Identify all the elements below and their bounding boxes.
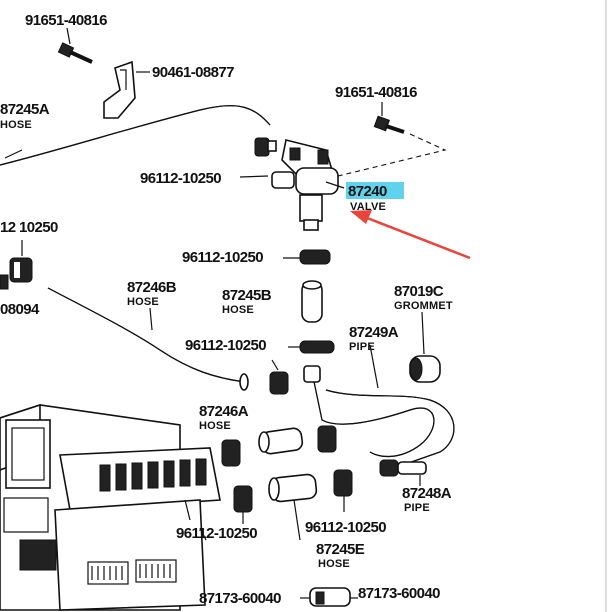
hose-87245b-drawing [301, 280, 323, 323]
callout-hose-a-name: HOSE [199, 420, 231, 432]
leader-line [4, 149, 23, 159]
callout-clamp-left-number: 12 10250 [0, 219, 58, 236]
callout-part-bottom-right-number: 87173-60040 [358, 585, 440, 602]
clamp-left-drawing [0, 240, 33, 290]
callout-valve-name: VALVE [350, 201, 386, 213]
clamp-pair-low [233, 469, 353, 524]
callout-bracket-number: 90461-08877 [152, 64, 234, 81]
callout-pipe-b-name: PIPE [404, 502, 430, 514]
hose-87245a-drawing [0, 105, 271, 166]
valve-87240-drawing [271, 139, 345, 231]
callout-hose-b-name: HOSE [222, 304, 254, 316]
heater-grille [87, 559, 177, 585]
pipe-87249a-drawing [303, 344, 435, 457]
callout-pipe-a-name: PIPE [349, 341, 375, 353]
callout-hose-upper-name: HOSE [0, 119, 32, 131]
callout-part-bottom-left-number: 87173-60040 [199, 590, 281, 607]
bolt-91651-40816-right [373, 102, 405, 134]
callout-hose-upper-number: 87245A [0, 101, 50, 118]
bolt-91651-40816-top [57, 27, 93, 64]
callout-bolt-right-number: 91651-40816 [335, 84, 417, 101]
callout-clamp-valve-number: 96112-10250 [140, 170, 221, 187]
callout-hose-b-number: 87245B [222, 287, 272, 304]
callout-valve-number: 87240 [348, 183, 387, 200]
clamp-hose-end [269, 359, 289, 395]
callout-hose-e-name: HOSE [318, 558, 350, 570]
callout-clamp-mid-top-number: 96112-10250 [182, 249, 263, 266]
callout-pipe-b-number: 87248A [402, 485, 452, 502]
hose-87246b-drawing [47, 287, 249, 391]
bottom-pipe-parts [300, 587, 358, 607]
callout-hose-e-number: 87245E [316, 541, 365, 558]
clamp-mid-top-drawing [283, 249, 331, 265]
hose-87246a-drawing [258, 427, 304, 455]
callout-grommet-name: GROMMET [394, 300, 453, 312]
hose-87245e-drawing [268, 473, 318, 541]
pipe-87248a-drawing [325, 389, 455, 486]
bracket-90461-08877 [103, 60, 150, 119]
annotation-arrow [350, 210, 471, 260]
valve-highlight [346, 182, 404, 199]
callout-hose-a-number: 87246A [199, 403, 249, 420]
clamp-valve-drawing [239, 175, 269, 178]
clamp-pair-mid [221, 425, 337, 467]
callout-clamp-mid-number: 96112-10250 [185, 337, 266, 354]
heater-fins [99, 458, 207, 492]
callout-labels: 91651-40816 90461-08877 87245A HOSE 9165… [0, 12, 453, 607]
heater-unit-drawing [0, 403, 221, 611]
callout-hose-long-name: HOSE [127, 296, 159, 308]
callout-part-left-number: 08094 [0, 301, 40, 318]
callout-clamp-br-number: 96112-10250 [305, 519, 386, 536]
callout-clamp-bl-number: 96112-10250 [176, 525, 257, 542]
callout-hose-long-number: 87246B [127, 279, 177, 296]
callout-pipe-a-number: 87249A [349, 324, 399, 341]
clamp-mid-drawing [288, 340, 335, 354]
callout-grommet-number: 87019C [394, 283, 444, 300]
grommet-87019c-drawing [409, 311, 441, 383]
clamp-upper-hose [254, 137, 277, 157]
callout-bolt-top-number: 91651-40816 [25, 12, 107, 29]
assembly-dash [329, 133, 447, 179]
